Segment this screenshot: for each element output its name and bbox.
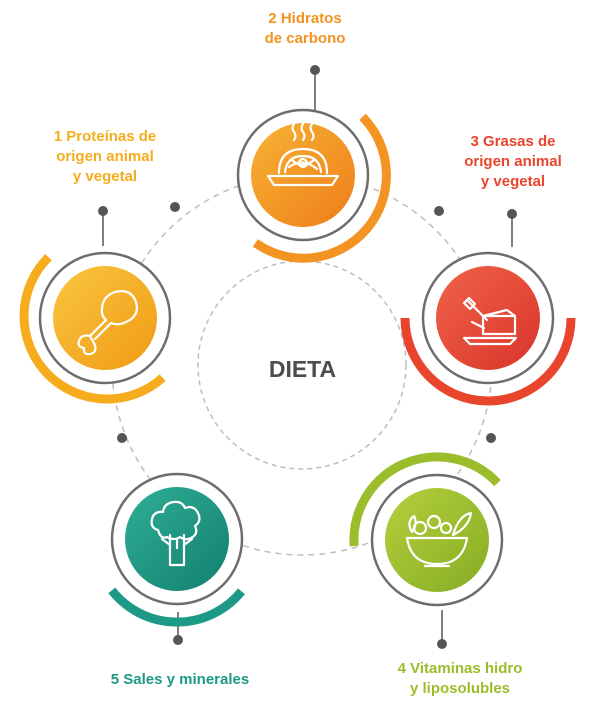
node-vitamins [349,452,504,607]
leader-dot [507,209,517,219]
node-proteins [19,251,172,404]
label-carbs: 2 Hidratos de carbono [264,10,346,47]
carbs-accent-arc [252,113,391,263]
ring-dot [117,433,127,443]
node-fats [400,251,576,406]
butter-icon [462,296,518,346]
minerals-accent-arc [108,587,245,627]
node-minerals [108,472,245,627]
label-fats: 3 Grasas de origen animal y vegetal [464,133,562,190]
leader-dot [98,206,108,216]
node-carbs [236,108,391,263]
chicken-leg-icon [77,290,138,356]
leader-dot [310,65,320,75]
ring-dots [117,202,496,443]
fats-disc [436,266,540,370]
label-vitamins: 4 Vitaminas hidro y liposolubles [397,660,523,697]
broccoli-icon [150,500,201,567]
ring-dot [434,206,444,216]
pasta-plate-icon [266,122,340,187]
leader-dots [98,65,517,649]
center-title: DIETA [268,356,337,382]
vitamins-disc [385,488,489,592]
ring-dot [170,202,180,212]
vitamins-accent-arc [349,452,501,547]
leader-dot [173,635,183,645]
label-minerals: 5 Sales y minerales [110,671,250,688]
proteins-accent-arc [19,254,166,404]
salad-bowl-icon [405,511,473,568]
label-proteins: 1 Proteínas de origen animal y vegetal [53,128,157,185]
ring-dot [486,433,496,443]
fats-accent-arc [400,317,576,406]
leader-dot [437,639,447,649]
